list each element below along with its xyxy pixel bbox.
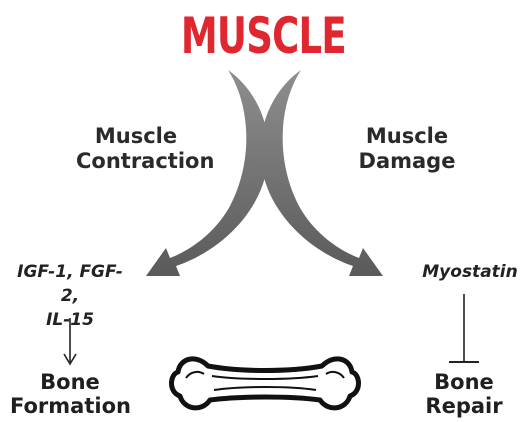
- left-heading-line1: Muscle: [76, 124, 196, 149]
- title: MUSCLE: [68, 6, 458, 66]
- inhibition-bar-icon: [449, 294, 479, 362]
- left-heading: Muscle Contraction: [76, 124, 196, 174]
- bone-icon: [172, 359, 359, 408]
- right-heading: Muscle Damage: [352, 124, 462, 174]
- left-factors: IGF-1, FGF-2, IL-15: [10, 260, 130, 332]
- left-factors-line2: IL-15: [10, 308, 130, 332]
- right-heading-line1: Muscle: [352, 124, 462, 149]
- left-outcome-line1: Bone: [10, 370, 130, 394]
- left-factors-line1: IGF-1, FGF-2,: [10, 260, 130, 308]
- left-outcome: Bone Formation: [10, 370, 130, 418]
- right-outcome-line2: Repair: [418, 394, 510, 418]
- right-factor: Myostatin: [420, 260, 520, 284]
- right-outcome-line1: Bone: [418, 370, 510, 394]
- right-heading-line2: Damage: [352, 149, 462, 174]
- left-outcome-line2: Formation: [10, 394, 130, 418]
- right-outcome: Bone Repair: [418, 370, 510, 418]
- left-heading-line2: Contraction: [76, 149, 196, 174]
